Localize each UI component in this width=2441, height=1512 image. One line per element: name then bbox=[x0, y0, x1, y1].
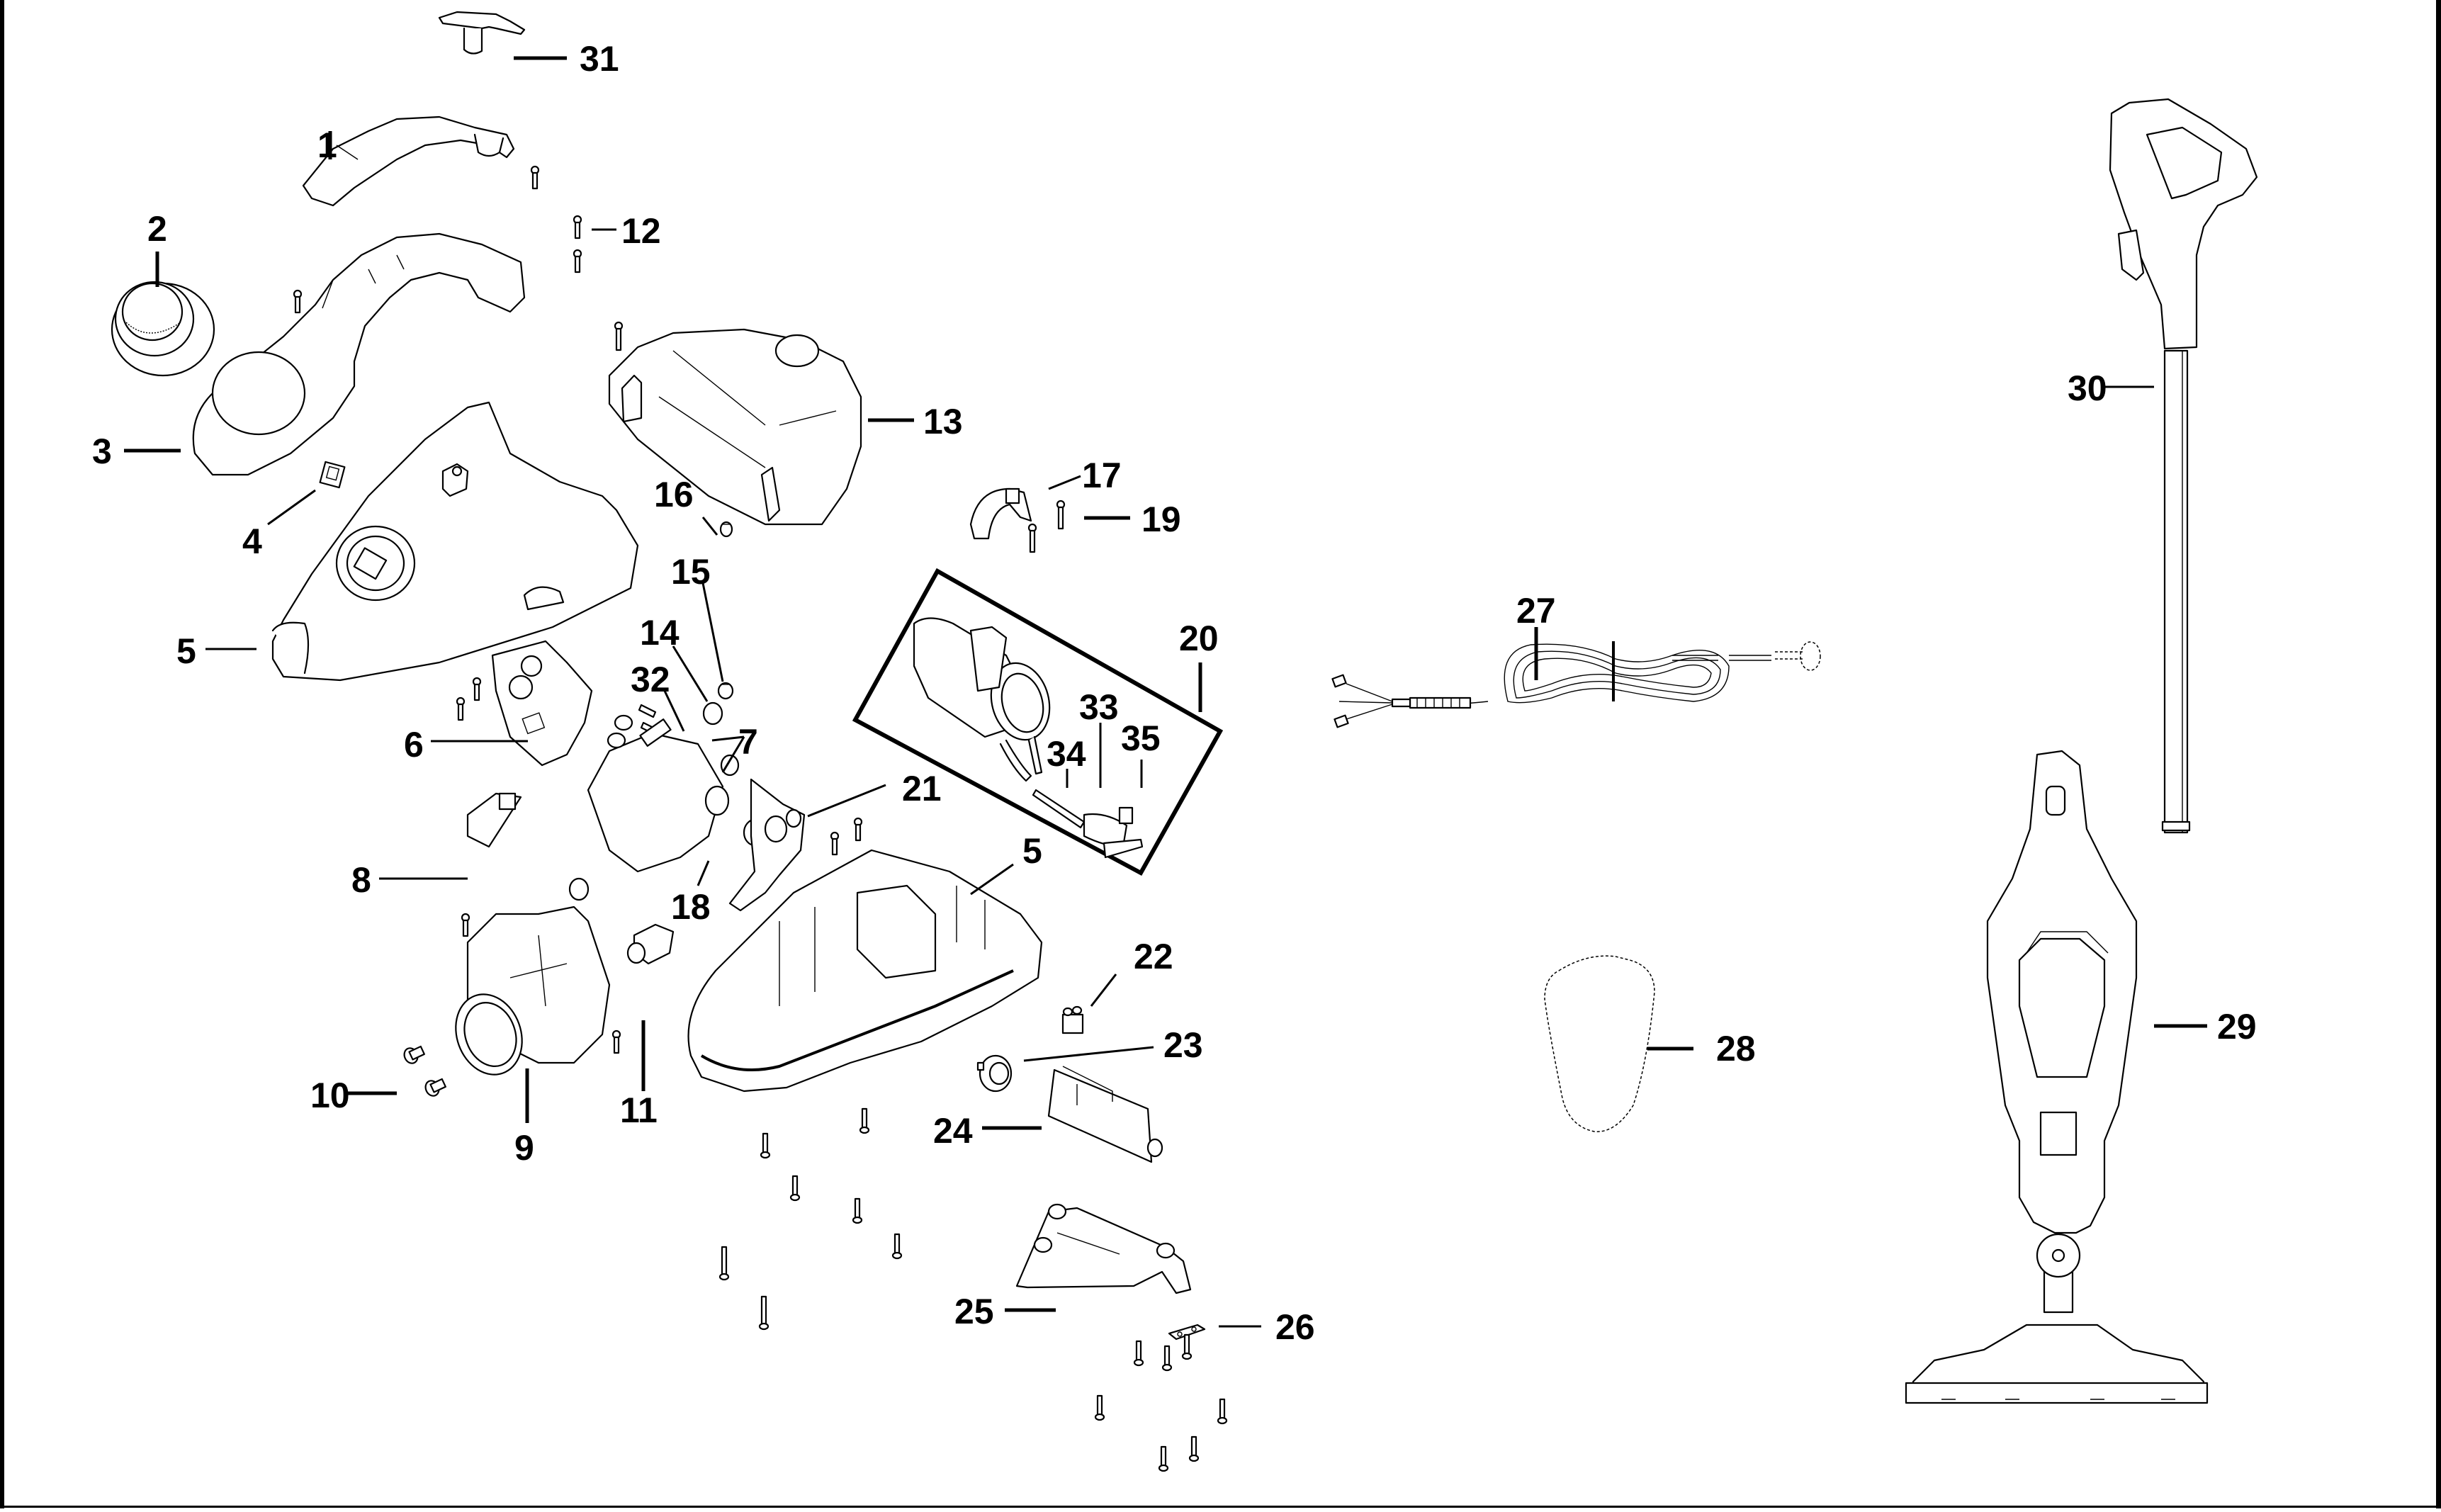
leader-21 bbox=[807, 784, 886, 818]
callout-2: 2 bbox=[147, 209, 167, 249]
leader-15 bbox=[701, 582, 724, 682]
callout-10: 10 bbox=[310, 1076, 350, 1115]
part-31-release-button bbox=[438, 11, 526, 55]
part-27-power-cord bbox=[1331, 641, 1821, 728]
callout-31: 31 bbox=[580, 39, 619, 79]
part-24-pcb-module bbox=[1047, 1066, 1163, 1163]
leader-14 bbox=[672, 645, 709, 702]
part-16-hose-clamp bbox=[719, 521, 733, 538]
part-10-pins bbox=[403, 1045, 446, 1097]
leader-5b bbox=[970, 863, 1014, 896]
callout-13: 13 bbox=[923, 402, 963, 441]
leader-16 bbox=[701, 517, 718, 536]
callout-28: 28 bbox=[1716, 1029, 1756, 1068]
leader-23 bbox=[1023, 1046, 1154, 1062]
callout-15: 15 bbox=[671, 552, 711, 592]
leader-18 bbox=[697, 860, 710, 886]
part-30-handle-pole bbox=[2109, 98, 2258, 834]
callout-11: 11 bbox=[620, 1090, 658, 1130]
part-6-inner-cover bbox=[491, 640, 593, 767]
callout-24: 24 bbox=[933, 1111, 973, 1151]
part-20-pump-kit-box[interactable] bbox=[852, 568, 1224, 876]
part-14-o-ring bbox=[702, 701, 723, 726]
callout-25: 25 bbox=[954, 1292, 994, 1331]
callout-23: 23 bbox=[1163, 1025, 1203, 1065]
callout-7: 7 bbox=[738, 722, 758, 762]
callout-14: 14 bbox=[640, 613, 680, 653]
leader-17 bbox=[1048, 475, 1081, 490]
callout-8: 8 bbox=[351, 860, 371, 900]
part-28-mop-pad bbox=[1544, 955, 1655, 1132]
part-4-connector bbox=[319, 461, 346, 489]
callout-19: 19 bbox=[1141, 500, 1181, 539]
part-29-steam-mop-body bbox=[1905, 750, 2209, 1404]
part-17-pump-bracket bbox=[969, 487, 1032, 540]
part-21-heat-shield bbox=[728, 778, 806, 912]
part-3-handle-housing bbox=[192, 232, 526, 476]
callout-17: 17 bbox=[1082, 456, 1122, 495]
callout-33: 33 bbox=[1079, 687, 1119, 727]
part-22-terminal-block bbox=[1061, 1005, 1084, 1034]
part-12-screws bbox=[293, 165, 624, 351]
callout-35: 35 bbox=[1121, 718, 1161, 758]
callout-6: 6 bbox=[404, 725, 424, 765]
part-11-nozzle bbox=[626, 923, 675, 965]
housing-screws bbox=[456, 677, 863, 1054]
callout-29: 29 bbox=[2217, 1007, 2257, 1046]
part-26-cord-clamp bbox=[1168, 1324, 1206, 1341]
leader-4 bbox=[267, 489, 316, 526]
part-23-indicator-lamp bbox=[976, 1054, 1013, 1093]
leader-22 bbox=[1090, 974, 1117, 1007]
leader-32 bbox=[663, 690, 685, 732]
part-2-control-knob bbox=[111, 281, 215, 377]
part-8-switch-board bbox=[466, 792, 522, 848]
callout-1: 1 bbox=[317, 125, 337, 165]
callout-12: 12 bbox=[621, 211, 661, 251]
part-5-housing-shell-top bbox=[271, 401, 639, 682]
callout-16: 16 bbox=[654, 475, 694, 514]
callout-34: 34 bbox=[1047, 734, 1086, 774]
callout-32: 32 bbox=[631, 660, 670, 699]
callout-27: 27 bbox=[1516, 591, 1556, 631]
callout-22: 22 bbox=[1134, 937, 1173, 976]
callout-9: 9 bbox=[514, 1128, 534, 1168]
callout-30: 30 bbox=[2068, 368, 2107, 408]
callout-26: 26 bbox=[1275, 1307, 1315, 1347]
bottom-screws bbox=[718, 1107, 1228, 1472]
frame-border-right bbox=[2436, 0, 2441, 1508]
part-1-handle-grip bbox=[302, 115, 515, 207]
part-13-water-tank bbox=[608, 328, 862, 526]
callout-18: 18 bbox=[671, 887, 711, 927]
frame-border-left bbox=[0, 0, 4, 1508]
callout-20: 20 bbox=[1179, 619, 1219, 658]
callout-21: 21 bbox=[902, 769, 942, 808]
part-19-screws bbox=[1027, 500, 1066, 553]
frame-border-bottom bbox=[0, 1506, 2441, 1508]
callout-labels: 31 1 2 12 3 13 4 16 17 19 5 15 14 20 32 … bbox=[92, 39, 2257, 1347]
callout-3: 3 bbox=[92, 431, 112, 471]
part-15-hose-clamp bbox=[717, 682, 734, 700]
leader-7 bbox=[711, 735, 745, 773]
part-25-bottom-cover bbox=[1015, 1203, 1192, 1294]
callout-4: 4 bbox=[242, 521, 262, 561]
callout-5b: 5 bbox=[1022, 831, 1042, 871]
part-9-front-housing bbox=[455, 905, 611, 1076]
callout-5a: 5 bbox=[176, 631, 196, 671]
part-5-housing-shell-base bbox=[687, 849, 1043, 1093]
